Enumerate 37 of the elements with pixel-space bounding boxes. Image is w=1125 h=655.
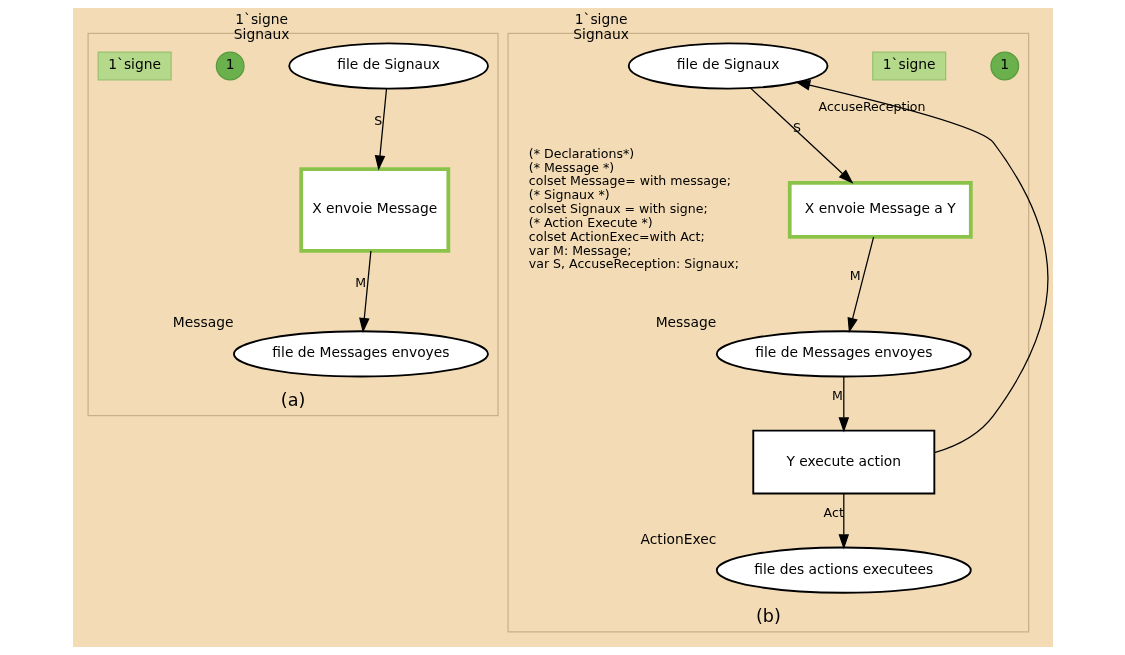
node-label: 1`signe bbox=[234, 11, 288, 28]
node-box: 1`signe bbox=[871, 51, 946, 81]
arrow bbox=[838, 376, 849, 433]
arrow bbox=[847, 236, 874, 333]
node-circle: 1 bbox=[989, 51, 1019, 81]
label: colset Message= with message; bbox=[528, 173, 731, 189]
node-label: Signaux bbox=[233, 26, 289, 43]
label: colset ActionExec=with Act; bbox=[528, 228, 705, 244]
node-box: X envoie Message bbox=[298, 167, 450, 253]
arrow bbox=[358, 250, 372, 333]
edge-label: S bbox=[792, 119, 801, 135]
node-ellipse: file des actions executees bbox=[715, 546, 972, 594]
arrow bbox=[374, 88, 387, 171]
label: var S, AccuseReception: Signaux; bbox=[528, 256, 739, 272]
node-ellipse: file de Messages envoyes bbox=[232, 330, 489, 378]
edge-label: M bbox=[354, 275, 366, 291]
arrow bbox=[838, 493, 849, 550]
node-box: Y execute action bbox=[751, 429, 935, 495]
arrow bbox=[794, 80, 1049, 454]
edge-label: M bbox=[849, 268, 861, 284]
label: (* Message *) bbox=[528, 159, 614, 175]
node-label: Signaux bbox=[572, 26, 629, 43]
node-circle: 1 bbox=[215, 51, 245, 81]
node-box: 1`signe bbox=[97, 51, 172, 81]
node-label: ActionExec bbox=[639, 530, 716, 547]
label: (* Signaux *) bbox=[528, 187, 610, 203]
edge-label: M bbox=[831, 387, 843, 403]
node-ellipse: file de Signaux bbox=[287, 42, 489, 90]
node-label: Message bbox=[172, 314, 233, 331]
label: var M: Message; bbox=[528, 242, 631, 258]
arrow bbox=[749, 87, 853, 184]
label: (* Declarations*) bbox=[528, 145, 634, 161]
node-label: Message bbox=[655, 314, 716, 331]
node-ellipse: file de Messages envoyes bbox=[715, 330, 972, 378]
node-label: 1`signe bbox=[574, 11, 628, 28]
edge-label: S bbox=[373, 112, 382, 128]
node-box: X envoie Message a Y bbox=[787, 181, 973, 239]
